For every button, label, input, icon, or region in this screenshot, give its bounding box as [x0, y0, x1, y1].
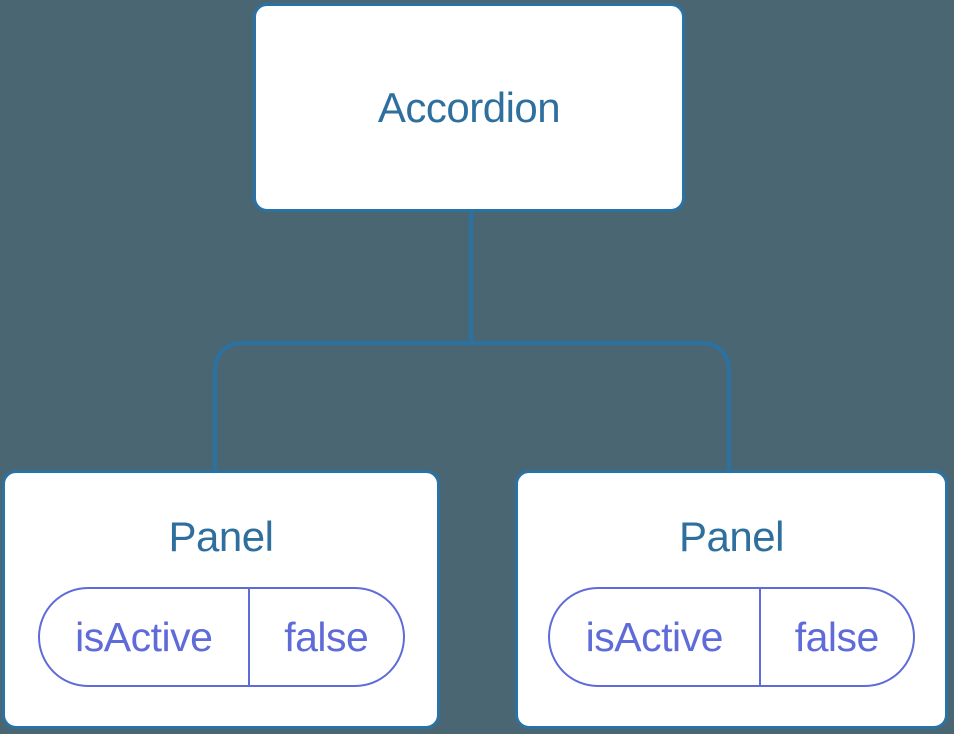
panel-node-right: Panel isActive false — [515, 470, 948, 729]
prop-name: isActive — [75, 613, 213, 660]
accordion-node-label: Accordion — [377, 83, 561, 131]
prop-value-cell: false — [250, 589, 402, 685]
connector-bracket — [213, 341, 731, 471]
prop-value: false — [794, 613, 880, 660]
panel-right-label: Panel — [679, 513, 784, 560]
panel-left-label: Panel — [168, 513, 274, 560]
prop-name-cell: isActive — [550, 589, 761, 685]
prop-name-cell: isActive — [40, 589, 251, 685]
prop-value-cell: false — [761, 589, 913, 685]
panel-node-left: Panel isActive false — [2, 470, 440, 729]
prop-value: false — [284, 613, 369, 660]
accordion-node: Accordion — [253, 3, 685, 212]
panel-left-prop-pill: isActive false — [37, 587, 405, 687]
panel-right-prop-pill: isActive false — [548, 587, 915, 687]
prop-name: isActive — [585, 613, 724, 660]
connector-stem — [469, 212, 473, 343]
